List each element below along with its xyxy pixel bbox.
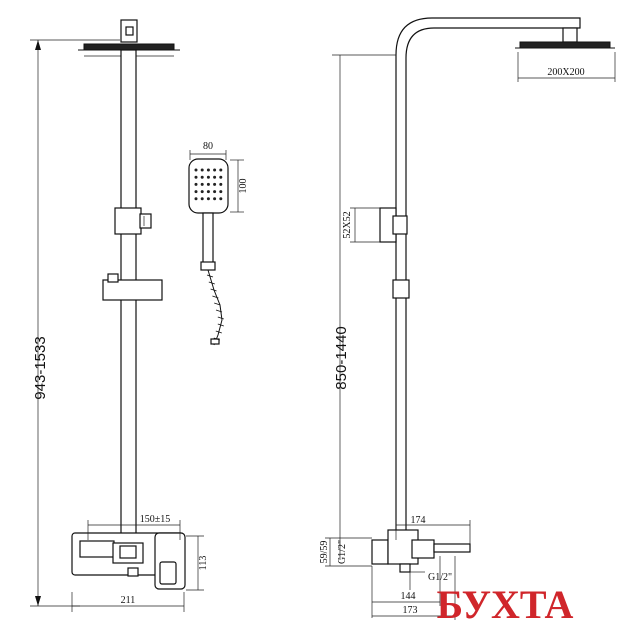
- diverter-window: [159, 561, 177, 585]
- mixer-spacing-label: 150±15: [140, 514, 171, 525]
- nozzle: [194, 168, 198, 172]
- hose-ring: [215, 309, 223, 313]
- hose-ring: [213, 337, 220, 341]
- handle-nut: [200, 261, 216, 271]
- nozzle: [213, 175, 217, 179]
- nozzle: [213, 197, 217, 201]
- spout-length-label: 174: [411, 515, 426, 526]
- hand-shower-nozzles: [194, 168, 223, 201]
- side-spout: [433, 543, 471, 553]
- nozzle: [200, 182, 204, 186]
- side-view: 200X200 52X52 850-1440 174 59/59 G1/2": [319, 17, 616, 620]
- inlet-thread-label: G1/2": [337, 540, 348, 564]
- nozzle: [213, 168, 217, 172]
- nozzle: [219, 168, 223, 172]
- nozzle: [219, 182, 223, 186]
- nozzle: [200, 175, 204, 179]
- slider-bracket: [102, 279, 163, 301]
- base-width-a-label: 144: [401, 591, 416, 602]
- rain-shower-head: [83, 43, 175, 51]
- hose-ring: [206, 274, 214, 278]
- side-head-connector: [562, 27, 578, 43]
- nozzle: [206, 190, 210, 194]
- holder-size-label: 52X52: [342, 211, 353, 238]
- nozzle: [194, 190, 198, 194]
- hand-shower-handle: [202, 212, 214, 269]
- nozzle: [213, 190, 217, 194]
- front-view: 943-1533 150±15 113: [30, 19, 209, 612]
- arrow-up: [35, 40, 41, 50]
- shower-hose: [207, 269, 223, 346]
- buhta-logo: БУХТА: [437, 582, 574, 627]
- hose-ring: [217, 323, 224, 327]
- nozzle: [194, 182, 198, 186]
- head-connector-inner: [125, 26, 134, 36]
- side-rain-head: [519, 41, 611, 49]
- hose-ring: [214, 302, 221, 306]
- hose-ring: [212, 295, 219, 299]
- nozzle: [194, 197, 198, 201]
- nozzle: [206, 175, 210, 179]
- nozzle: [206, 197, 210, 201]
- outlet-size-label: 59/59: [319, 541, 330, 564]
- nozzle: [200, 197, 204, 201]
- mixer-height-label: 113: [198, 556, 209, 571]
- hose-end-nut: [210, 338, 220, 345]
- left-height-label: 943-1533: [32, 336, 49, 399]
- slider-clip: [107, 273, 119, 283]
- right-height-label: 850-1440: [333, 326, 350, 389]
- nozzle: [219, 175, 223, 179]
- base-width-b-label: 173: [403, 605, 418, 616]
- nozzle: [194, 175, 198, 179]
- nozzle: [206, 168, 210, 172]
- hose-ring: [208, 281, 215, 285]
- nozzle: [213, 182, 217, 186]
- hand-shower-detail: 80 100: [188, 141, 249, 346]
- nozzle: [206, 182, 210, 186]
- hand-shower-holder: [114, 207, 142, 235]
- nozzle: [200, 168, 204, 172]
- side-outlet: [399, 563, 411, 573]
- side-mixer-wall-nut: [371, 539, 389, 565]
- mixer-width-label: 211: [121, 595, 136, 606]
- side-mixer-lever: [411, 539, 435, 559]
- nozzle: [219, 190, 223, 194]
- hand-width-label: 80: [203, 141, 213, 152]
- arrow-down: [35, 596, 41, 606]
- hose-ring: [210, 288, 217, 292]
- nozzle: [200, 190, 204, 194]
- holder-knob: [139, 213, 152, 229]
- hand-height-label: 100: [238, 179, 249, 194]
- mixer-valve: [127, 567, 139, 577]
- hand-shower-head: [188, 158, 229, 214]
- shower-arm: [395, 17, 581, 541]
- head-size-label: 200X200: [547, 67, 584, 78]
- hose-ring: [215, 330, 222, 334]
- nozzle: [219, 197, 223, 201]
- mixer-spout: [79, 540, 115, 558]
- lever-plate: [119, 545, 137, 559]
- side-slider: [392, 279, 410, 299]
- hose-ring: [217, 316, 224, 320]
